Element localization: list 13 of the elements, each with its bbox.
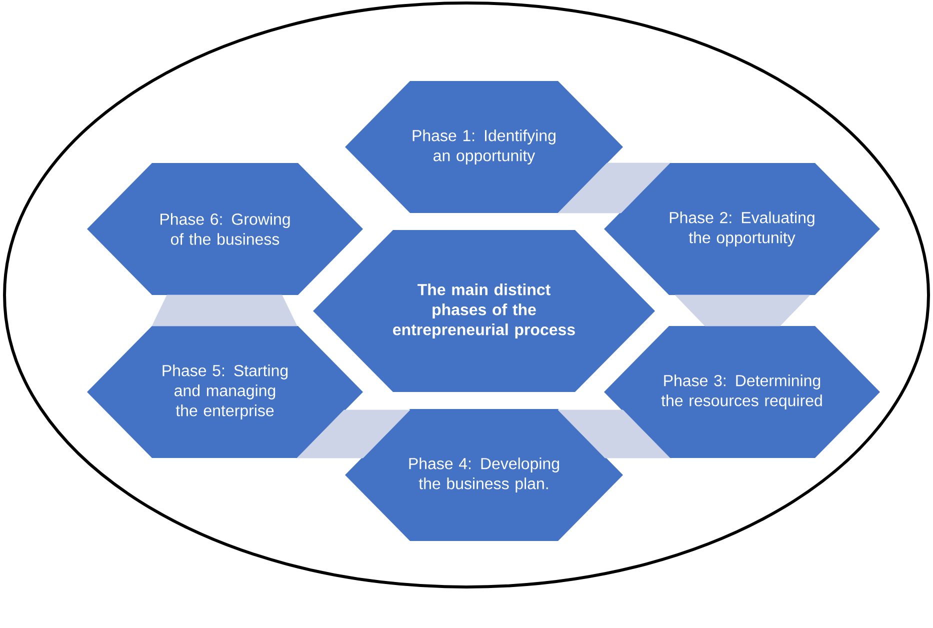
phase-hexagon: Phase 6: Growing of the business bbox=[87, 163, 363, 295]
phase-hexagon: Phase 4: Developing the business plan. bbox=[345, 408, 623, 541]
connector-band bbox=[296, 410, 410, 458]
phase-hexagon: Phase 2: Evaluating the opportunity bbox=[604, 163, 880, 295]
node-label: The main distinct phases of the entrepreneurial process bbox=[393, 284, 575, 338]
phase-hexagon: Phase 1: Identifying an opportunity bbox=[345, 81, 623, 213]
phase-hexagon: Phase 3: Determining the resources required bbox=[604, 326, 880, 458]
connector-band bbox=[558, 410, 670, 458]
connector-band bbox=[674, 294, 810, 326]
center-hexagon: The main distinct phases of the entrepreneurial process bbox=[313, 230, 655, 392]
connector-band bbox=[558, 162, 670, 214]
phase-hexagon: Phase 5: Starting and managing the enterprise bbox=[87, 326, 363, 458]
connector-band bbox=[152, 294, 298, 326]
